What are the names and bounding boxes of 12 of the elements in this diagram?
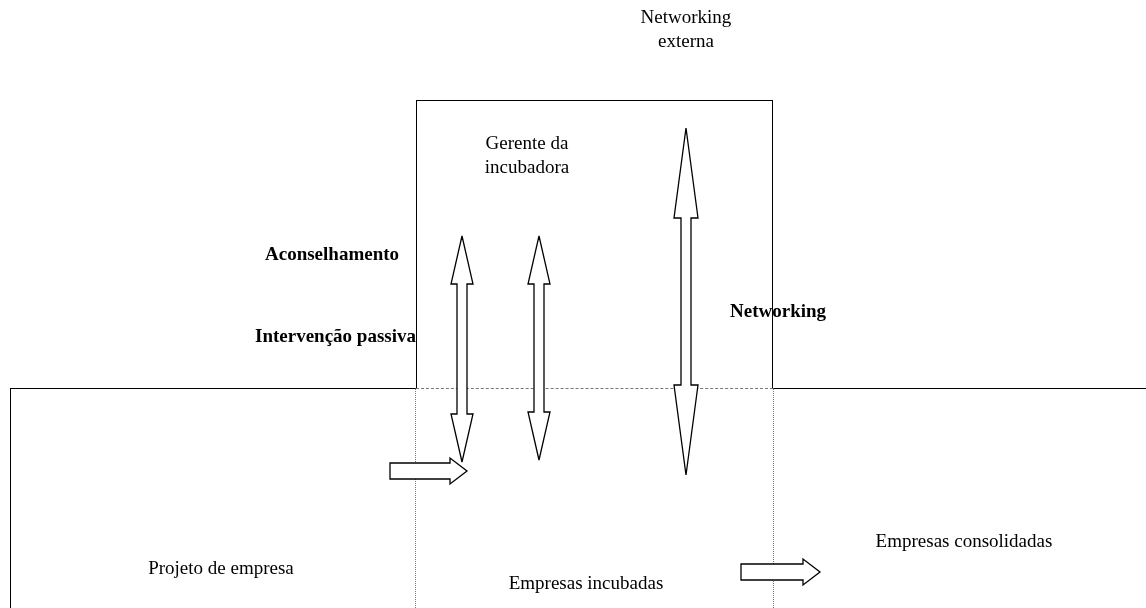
annotation-text: Aconselhamento — [265, 243, 400, 265]
annotation-text: Networking externa — [639, 5, 733, 53]
annotation-text: Intervenção passiva — [255, 325, 416, 347]
block-arrow — [740, 557, 822, 587]
double-arrow — [673, 127, 699, 476]
node-label: Empresas consolidadas — [874, 529, 1054, 553]
double-arrow — [527, 235, 551, 461]
double-arrow — [450, 235, 474, 463]
node-label: Empresas incubadas — [507, 571, 665, 595]
node-label: Gerente da incubadora — [483, 131, 571, 179]
node-label: Projeto de empresa — [147, 556, 295, 580]
block-arrow — [389, 456, 469, 486]
